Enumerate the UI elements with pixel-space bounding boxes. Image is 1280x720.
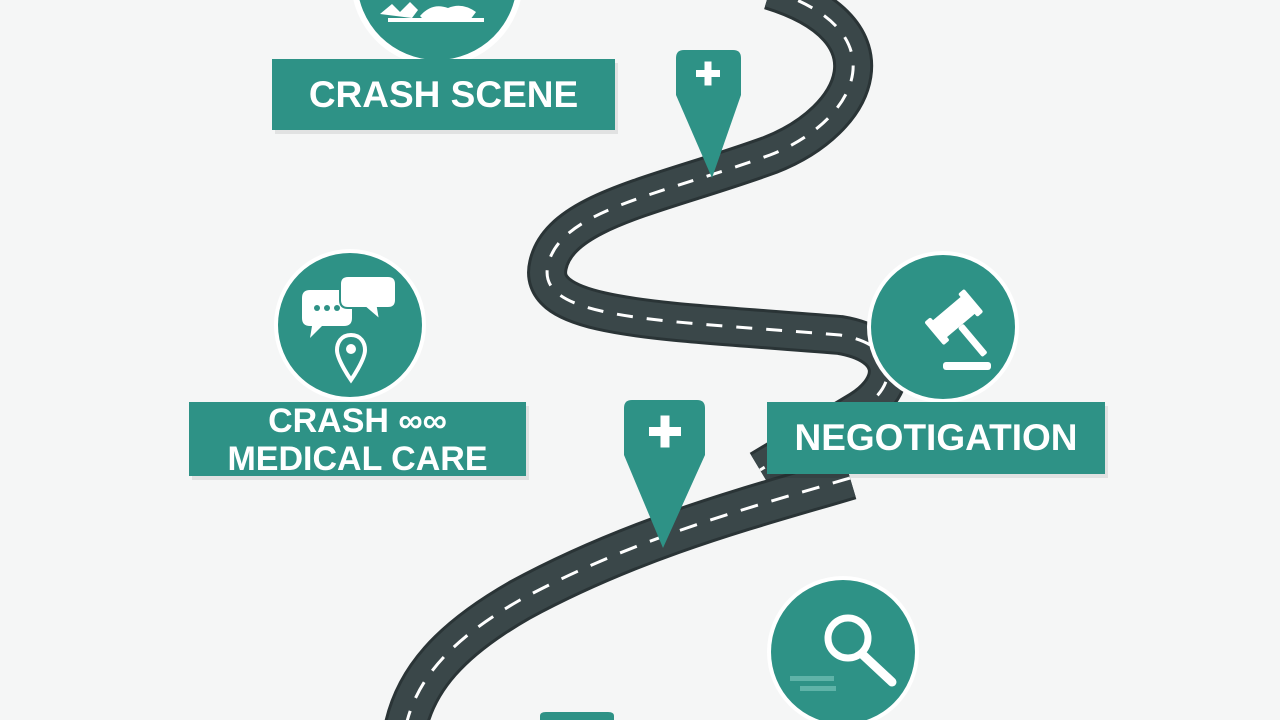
medical-care-badge bbox=[274, 249, 426, 401]
gavel-icon bbox=[925, 289, 991, 370]
investigation-badge bbox=[767, 576, 919, 720]
crash-scene-icon bbox=[380, 2, 484, 22]
map-marker-3 bbox=[540, 712, 614, 720]
crash-scene-label: CRASH SCENE bbox=[272, 59, 615, 130]
road-lower-dashes bbox=[405, 476, 851, 720]
location-pin-icon bbox=[334, 332, 368, 384]
medical-care-line2: MEDICAL CARE bbox=[227, 440, 488, 478]
medical-care-line1: CRASH ∞∞ bbox=[268, 402, 447, 440]
road-upper-dashes bbox=[545, 0, 890, 472]
negotiation-badge bbox=[867, 251, 1019, 403]
negotiation-text: NEGOTIGATION bbox=[794, 417, 1078, 458]
negotiation-label: NEGOTIGATION bbox=[767, 402, 1105, 474]
chat-bubbles-icon bbox=[302, 275, 397, 338]
winding-road bbox=[384, 0, 908, 720]
crash-scene-text: CRASH SCENE bbox=[308, 73, 579, 115]
map-marker-2 bbox=[624, 400, 705, 548]
crash-scene-badge bbox=[353, 0, 521, 66]
magnifier-icon bbox=[790, 614, 897, 691]
medical-care-label: CRASH ∞∞ MEDICAL CARE bbox=[189, 402, 526, 478]
map-marker-1 bbox=[676, 50, 741, 178]
